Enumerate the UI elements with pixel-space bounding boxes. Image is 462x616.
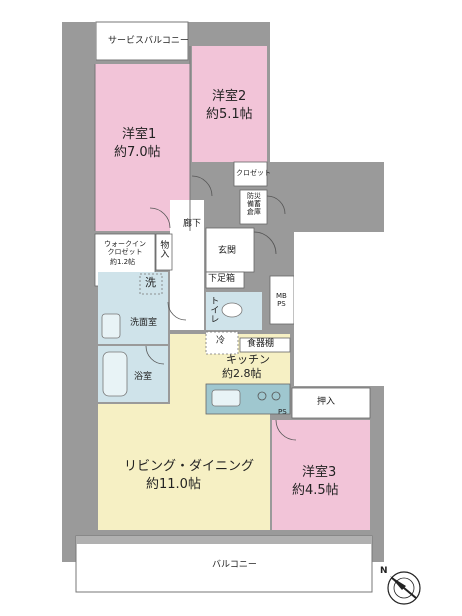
wash-label: 洗 <box>145 276 156 289</box>
door-arc-genkan <box>253 231 277 255</box>
bedroom1-name: 洋室1 <box>122 127 157 142</box>
genkan-area <box>205 227 255 273</box>
mbps-area <box>269 275 295 325</box>
door-arc-washroom <box>167 301 187 321</box>
mbps-label: MB PS <box>276 292 287 309</box>
balcony-area <box>75 535 373 593</box>
bathtub <box>102 351 128 397</box>
service-balcony-area <box>95 21 189 61</box>
storage-label: 防災 備蓄 倉庫 <box>247 192 261 217</box>
door-arc-bedroom3 <box>275 419 297 441</box>
washing-machine <box>139 273 163 295</box>
kitchen-size: 約2.8帖 <box>222 367 262 380</box>
bedroom2-name: 洋室2 <box>212 89 247 104</box>
door-arc-bedroom1 <box>149 207 171 229</box>
bedroom2-size: 約5.1帖 <box>206 107 253 122</box>
compass-icon <box>387 571 421 605</box>
cupboard-area <box>239 337 291 353</box>
ldk-size: 約11.0帖 <box>146 477 201 492</box>
bedroom2-area <box>192 46 267 162</box>
shoe-box-area <box>205 271 245 289</box>
corridor-label: 廊下 <box>183 219 202 229</box>
ldk-area <box>98 334 290 530</box>
kitchen-name: キッチン <box>226 353 270 366</box>
closet-label: クロゼット <box>236 169 271 177</box>
balcony-label: バルコニー <box>212 560 257 570</box>
mono-ire-area <box>155 233 173 271</box>
stove-burner-2 <box>271 391 281 401</box>
service-balcony-label: サービスバルコニー <box>108 36 189 46</box>
basin <box>101 313 121 339</box>
mono-ire-label: 物入 <box>158 240 169 258</box>
fridge-area <box>205 331 239 355</box>
door-arc-bath <box>145 345 165 365</box>
bedroom3-name: 洋室3 <box>302 465 337 480</box>
toilet-label: トイレ <box>208 296 219 323</box>
bedroom1-size: 約7.0帖 <box>114 145 161 160</box>
fridge-label: 冷 <box>216 336 226 346</box>
shoe-box-label: 下足箱 <box>208 274 236 284</box>
ps-label: PS <box>278 408 287 416</box>
stove-burner <box>257 391 267 401</box>
genkan-label: 玄関 <box>218 246 237 256</box>
corridor-area <box>170 200 204 330</box>
door-arc-storage <box>266 195 286 215</box>
compass-label: N <box>380 566 388 576</box>
walkin-name: ウォークイン クロゼット <box>104 240 146 257</box>
oshiire-label: 押入 <box>317 397 336 407</box>
sink <box>211 389 241 407</box>
washroom-label: 洗面室 <box>130 318 158 328</box>
closet-area <box>233 161 268 187</box>
bath-label: 浴室 <box>134 372 153 382</box>
ldk-name: リビング・ダイニング <box>124 459 255 474</box>
oshiire-area <box>291 387 371 419</box>
storage-area <box>239 189 268 225</box>
cupboard-label: 食器棚 <box>247 339 275 349</box>
walkin-size: 約1.2帖 <box>110 258 136 266</box>
door-arc-bedroom2 <box>191 175 213 197</box>
bedroom3-size: 約4.5帖 <box>292 483 339 498</box>
toilet-bowl <box>221 302 243 318</box>
